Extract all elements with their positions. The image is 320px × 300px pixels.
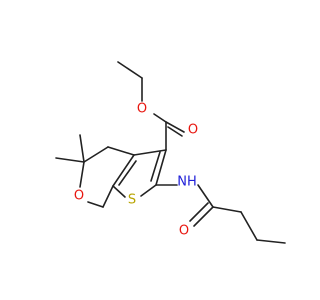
bond-c3-c2-double [150,151,161,182]
bond-c7a-c3a [112,154,135,187]
bond-ethyl-ch3 [117,61,143,79]
ring-oxygen-label: O [74,189,84,204]
bond-carbonyl-o-double-2 [167,126,183,137]
bond-c2-s [140,184,157,197]
sulfur-label: S [128,193,136,208]
bond-c5-methyl-a [55,157,85,163]
bond-c5-methyl-b [79,134,85,163]
bond-propyl-2 [240,211,258,241]
bond-amide-co-double-1 [193,206,214,227]
bond-c5-o6 [79,161,85,188]
bond-c3a-c4 [107,146,135,156]
bond-propyl-3 [256,239,286,244]
amide-nh-label: NH [177,175,197,190]
ester-carbonyl-oxygen-label: O [188,123,198,138]
bond-o6-c7 [87,201,104,208]
bond-o-carbonyl [153,113,167,123]
bond-n-carbonyl [197,184,214,208]
bond-c3-c2 [155,149,167,186]
bond-s-c7a [112,185,126,198]
bond-carbonyl-o-double-1 [165,121,185,133]
bond-c7-c7a [102,185,114,208]
bond-c4-c5 [83,146,109,163]
bond-c3-c3a [133,149,167,156]
molecule-structure: O O O S NH O [55,61,286,244]
ester-ether-oxygen-label: O [137,102,147,117]
bond-c7a-c3a-double [118,160,137,186]
bond-propyl-1 [212,206,242,213]
bond-amide-co-double-2 [189,202,209,222]
amide-oxygen-label: O [179,224,189,239]
